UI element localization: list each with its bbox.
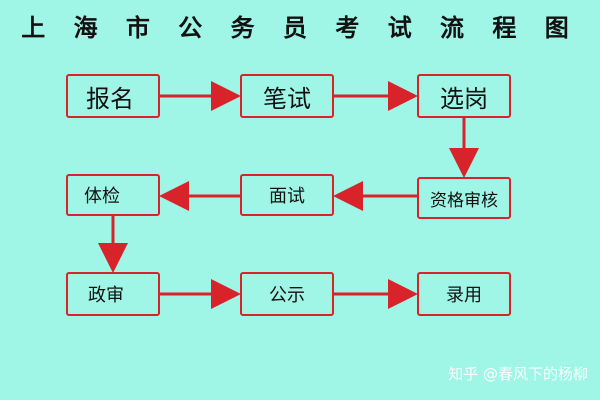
step-choose-position: 选岗 (417, 74, 511, 118)
step-hire: 录用 (417, 272, 511, 316)
watermark-text: 知乎 @春风下的杨柳 (448, 365, 588, 383)
step-public-notice: 公示 (240, 272, 334, 316)
step-qualification-review: 资格审核 (417, 177, 511, 219)
step-written-exam: 笔试 (240, 74, 334, 118)
step-register: 报名 (66, 74, 160, 118)
step-medical-check: 体检 (66, 174, 160, 216)
step-interview: 面试 (240, 174, 334, 216)
step-political-review: 政审 (66, 272, 160, 316)
diagram-title: 上 海 市 公 务 员 考 试 流 程 图 (21, 14, 579, 42)
